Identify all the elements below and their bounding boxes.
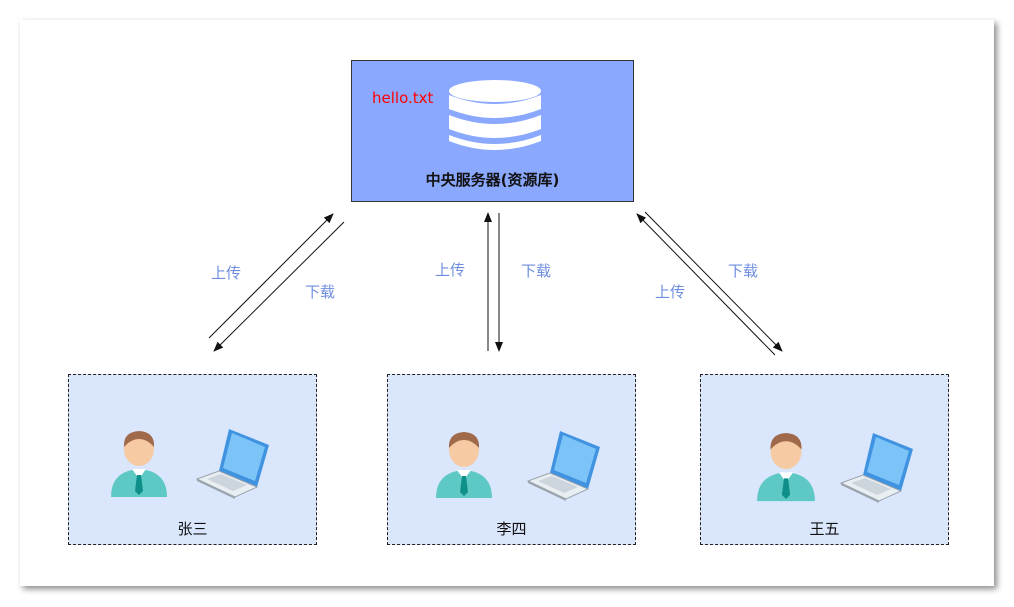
client-label-lisi: 李四 [496, 520, 527, 538]
laptop-icon [195, 429, 269, 499]
client-label-wangwu: 王五 [809, 520, 840, 538]
client-node-zhangsan: 张三 [68, 374, 317, 545]
download-label-wangwu: 下载 [728, 262, 759, 280]
upload-arrow-zhangsan [208, 213, 334, 339]
laptop-icon [526, 431, 600, 501]
client-node-lisi: 李四 [387, 374, 636, 545]
user-icon [436, 432, 492, 498]
user-icon [757, 433, 815, 502]
laptop-icon [839, 433, 913, 503]
upload-label-zhangsan: 上传 [211, 264, 242, 282]
upload-label-wangwu: 上传 [655, 283, 686, 301]
central-server-node: hello.txt 中央服务器(资源库) [351, 60, 634, 202]
user-icon [111, 431, 167, 497]
upload-arrow-wangwu [636, 213, 776, 356]
download-label-lisi: 下载 [521, 262, 552, 280]
download-label-zhangsan: 下载 [305, 283, 336, 301]
upload-label-lisi: 上传 [435, 261, 466, 279]
database-icon [449, 80, 541, 150]
client-node-wangwu: 王五 [700, 374, 949, 545]
file-label: hello.txt [372, 89, 434, 107]
server-label: 中央服务器(资源库) [425, 171, 560, 189]
download-arrow-zhangsan [213, 221, 345, 352]
download-arrow-wangwu [644, 211, 783, 352]
client-label-zhangsan: 张三 [177, 520, 208, 538]
